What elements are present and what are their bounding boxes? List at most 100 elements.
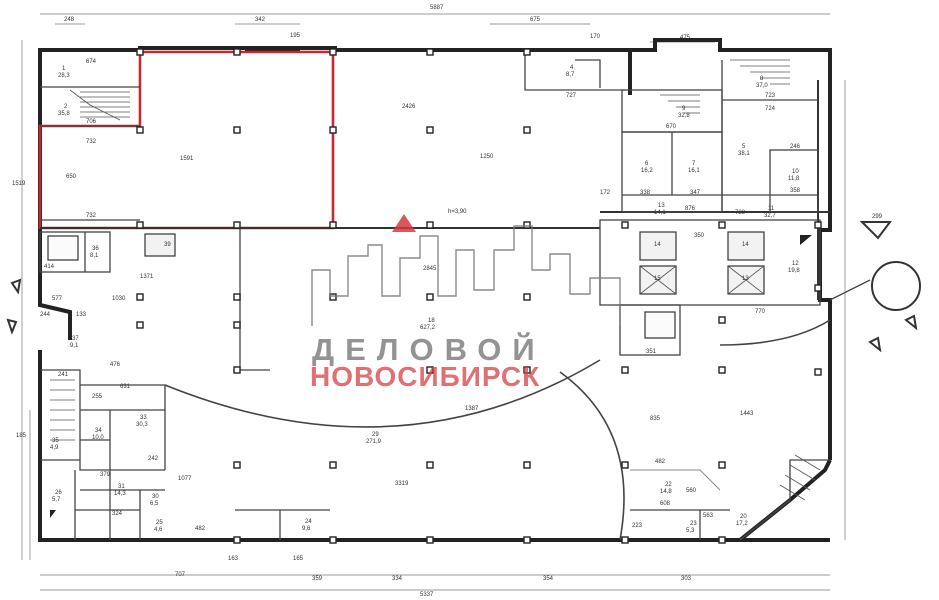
- dim-1030: 1030: [112, 296, 126, 302]
- svg-text:33: 33: [140, 415, 147, 421]
- column-19: [136, 293, 144, 301]
- column-16: [621, 221, 629, 229]
- room-4: 48,7: [566, 65, 575, 78]
- dim-241: 241: [58, 372, 69, 378]
- column-11: [136, 221, 144, 229]
- svg-text:10: 10: [792, 169, 799, 175]
- dim-482b: 482: [655, 459, 666, 465]
- dim-248: 248: [64, 17, 75, 23]
- svg-text:34: 34: [95, 428, 102, 434]
- stairs: [50, 59, 821, 501]
- column-27: [233, 321, 241, 329]
- room-36: 368,1: [90, 246, 99, 259]
- svg-text:6: 6: [645, 161, 649, 167]
- column-42: [426, 536, 434, 544]
- svg-text:29: 29: [372, 432, 379, 438]
- structural-columns: [136, 48, 822, 544]
- column-28: [233, 366, 241, 374]
- dim-358: 358: [790, 188, 801, 194]
- column-8: [329, 126, 337, 134]
- column-34: [233, 461, 241, 469]
- stair-right-lower: [779, 454, 821, 501]
- elevators: [47, 231, 765, 339]
- svg-text:8,7: 8,7: [566, 72, 575, 78]
- column-37: [523, 461, 531, 469]
- svg-text:32,8: 32,8: [678, 113, 690, 119]
- column-9: [426, 126, 434, 134]
- dim-185: 185: [16, 433, 27, 439]
- dim-563: 563: [703, 513, 714, 519]
- column-5: [523, 48, 531, 56]
- svg-text:627,2: 627,2: [420, 325, 436, 331]
- dim-476: 476: [110, 362, 121, 368]
- dim-732a: 732: [86, 139, 97, 145]
- dim-1591: 1591: [180, 156, 194, 162]
- svg-text:18: 18: [428, 318, 435, 324]
- dim-354: 354: [543, 576, 554, 582]
- highlighted-office-area[interactable]: [38, 50, 335, 230]
- column-17: [718, 221, 726, 229]
- svg-text:30,3: 30,3: [136, 422, 148, 428]
- dim-876: 876: [685, 206, 696, 212]
- dim-246: 246: [790, 144, 801, 150]
- dim-379: 379: [100, 472, 111, 478]
- svg-text:5,3: 5,3: [686, 528, 695, 534]
- dim-770: 770: [755, 309, 766, 315]
- room-2: 235,8: [58, 104, 70, 117]
- dimension-lines: [21, 13, 846, 591]
- dim-608: 608: [660, 501, 671, 507]
- svg-text:13: 13: [658, 203, 665, 209]
- room-5: 538,1: [738, 144, 750, 157]
- dim-1371: 1371: [140, 274, 154, 280]
- svg-text:6,5: 6,5: [150, 501, 159, 507]
- labels: 5887 248 342 675 475 195 170 674 706 732…: [12, 5, 883, 598]
- elevator-label-14a: 14: [654, 242, 661, 248]
- dim-170: 170: [590, 34, 601, 40]
- lobby-curves: [164, 279, 871, 541]
- column-35: [329, 461, 337, 469]
- dim-324: 324: [112, 511, 123, 517]
- svg-text:11,8: 11,8: [788, 176, 800, 182]
- dim-650: 650: [66, 174, 77, 180]
- column-12: [233, 221, 241, 229]
- room-37: 379,1: [70, 336, 79, 349]
- elevator-39: [144, 233, 176, 257]
- column-44: [621, 536, 629, 544]
- dim-732b: 732: [86, 213, 97, 219]
- svg-text:16,2: 16,2: [641, 168, 653, 174]
- elevator-label-13: 13: [742, 276, 749, 282]
- column-43: [523, 536, 531, 544]
- svg-text:36: 36: [92, 246, 99, 252]
- svg-text:25: 25: [156, 520, 163, 526]
- column-32: [718, 366, 726, 374]
- svg-text:31: 31: [118, 484, 125, 490]
- room-25: 254,6: [154, 520, 163, 533]
- dim-299: 299: [872, 214, 883, 220]
- svg-text:37: 37: [72, 336, 79, 342]
- room-24: 249,6: [302, 519, 312, 532]
- watermark-line1: ДЕЛОВОЙ: [312, 331, 546, 367]
- svg-text:37,0: 37,0: [756, 83, 768, 89]
- elevator-label-15: 15: [654, 276, 661, 282]
- column-13: [329, 221, 337, 229]
- room-labels: 128,3 235,8 48,7 837,0 932,8 538,1 616,2…: [50, 65, 800, 534]
- dim-727: 727: [566, 93, 577, 99]
- dim-577: 577: [52, 296, 63, 302]
- column-15: [523, 221, 531, 229]
- dim-675: 675: [530, 17, 541, 23]
- room-8: 837,0: [756, 76, 768, 89]
- round-annex: [871, 261, 921, 311]
- elevator-14b: [727, 231, 765, 261]
- dim-bottom-total: 5337: [420, 592, 434, 598]
- column-2: [233, 48, 241, 56]
- svg-text:23: 23: [690, 521, 697, 527]
- svg-text:9,6: 9,6: [302, 526, 311, 532]
- stair-top-left: [69, 89, 130, 121]
- column-26: [136, 321, 144, 329]
